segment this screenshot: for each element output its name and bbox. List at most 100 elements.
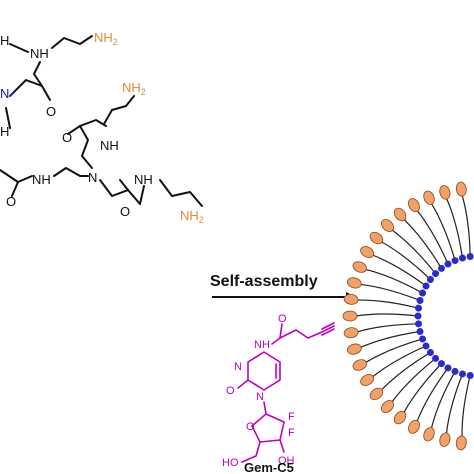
pyrimidine-ring — [247, 351, 281, 391]
amphiphile-tail — [371, 345, 427, 378]
nh-label: NH — [100, 138, 119, 153]
nh-label: NH — [30, 46, 49, 61]
bond — [271, 337, 281, 345]
bond — [0, 169, 19, 183]
nh-label: NH — [254, 339, 270, 351]
core-dot — [422, 342, 430, 350]
amphiphile-head — [408, 419, 420, 434]
core-dot — [414, 312, 422, 320]
amphiphile-tail — [364, 338, 423, 364]
amine-label: NH2 — [180, 208, 204, 225]
amphiphile-tail — [365, 268, 423, 294]
bond — [279, 323, 283, 339]
f-label: F — [288, 427, 295, 439]
amphiphile-tail — [461, 194, 471, 257]
bond — [241, 441, 261, 463]
core-dot — [419, 289, 427, 297]
bond — [5, 107, 11, 129]
bond-chain — [159, 179, 203, 207]
ho-label: HO — [222, 457, 239, 469]
bond — [13, 79, 43, 93]
core-dot — [451, 367, 459, 375]
bond — [9, 43, 29, 53]
amphiphile-tail — [403, 218, 442, 269]
amphiphile-tail — [360, 283, 421, 302]
amphiphile-head — [343, 293, 359, 305]
amphiphile-head — [439, 185, 451, 200]
o-label: O — [278, 313, 287, 325]
core-dot — [415, 304, 423, 312]
bond — [79, 119, 107, 127]
partial-h-mid: H — [0, 124, 9, 139]
n-label: N — [88, 170, 97, 185]
f-label: F — [288, 411, 295, 423]
core-dot — [416, 328, 424, 336]
core-dot — [432, 354, 440, 362]
amphiphile-head — [393, 410, 407, 425]
n-label: N — [0, 86, 9, 101]
core-dot — [437, 264, 445, 272]
bond — [279, 439, 285, 453]
core-dot — [426, 275, 434, 283]
amphiphile-head — [343, 327, 359, 339]
sugar-ring — [251, 413, 285, 443]
bond — [9, 91, 15, 97]
bond-chain — [99, 179, 141, 205]
amphiphile-tail — [372, 254, 427, 287]
amphiphile-head — [347, 343, 362, 355]
o-label: O — [62, 130, 72, 145]
dendrimer-structure: H NH NH2 O N H O NH N O NH NH2 — [0, 30, 204, 225]
amphiphile-tail — [430, 371, 456, 429]
core-dot — [422, 282, 430, 290]
core-dot — [466, 371, 474, 379]
o-label: O — [120, 204, 130, 219]
amphiphile-tail — [357, 299, 419, 309]
amphiphile-tail — [391, 229, 437, 274]
bond — [263, 401, 267, 415]
oh-label: OH — [278, 455, 295, 467]
core-dot — [458, 370, 466, 378]
core-dot — [415, 320, 423, 328]
amine-label: NH2 — [122, 80, 146, 97]
bond — [119, 179, 129, 191]
amphiphile-head — [381, 400, 394, 413]
amphiphile-head — [352, 359, 367, 371]
amphiphile-head — [423, 190, 435, 205]
o-label: O — [226, 385, 235, 397]
amphiphile-head — [455, 181, 467, 197]
amphiphile-head — [393, 207, 407, 222]
micelle — [342, 181, 474, 451]
amphiphile-head — [360, 246, 375, 258]
amphiphile-tail — [461, 375, 471, 437]
amphiphile-tail — [403, 363, 442, 414]
bond — [321, 325, 335, 333]
bond-chain — [51, 35, 93, 49]
o-label: O — [246, 421, 255, 433]
bond — [321, 328, 335, 336]
amphiphile-tail — [380, 241, 431, 280]
n-label: N — [256, 391, 264, 403]
bond — [33, 61, 43, 87]
amphiphile-head — [455, 435, 467, 451]
amphiphile-head — [369, 387, 384, 401]
bond — [67, 125, 81, 135]
drug-name: Gem-C5 — [244, 460, 294, 474]
bond — [321, 322, 335, 330]
core-dot — [444, 364, 452, 372]
amphiphile-tail — [391, 357, 436, 403]
bond — [41, 85, 51, 101]
bond — [139, 185, 145, 205]
core-dot — [419, 335, 427, 343]
amphiphile-head — [352, 261, 367, 273]
core-dot — [458, 254, 466, 262]
amphiphile-head — [347, 277, 362, 289]
bond — [11, 181, 19, 197]
amphiphile-tail — [430, 202, 456, 261]
bond — [279, 329, 323, 339]
core-dot — [426, 349, 434, 357]
core-dot — [432, 270, 440, 278]
amphiphile-tail — [355, 313, 419, 317]
amphiphile-tail — [445, 373, 464, 434]
core-dot — [416, 296, 424, 304]
